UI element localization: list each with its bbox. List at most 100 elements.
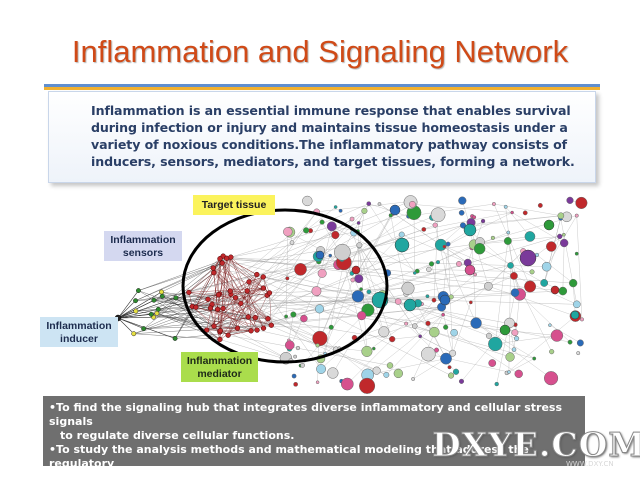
network-node	[218, 337, 223, 342]
network-node	[362, 208, 368, 214]
network-node	[474, 243, 485, 254]
network-edge	[196, 307, 286, 358]
intro-text-box: Inflammation is an essential immune resp…	[48, 91, 596, 183]
network-node	[413, 271, 416, 274]
network-node	[520, 250, 536, 266]
network-node	[359, 288, 362, 291]
network-node	[544, 371, 558, 385]
network-node	[193, 305, 198, 310]
slide-title: Inflammation and Signaling Network	[0, 34, 640, 70]
network-node	[293, 355, 296, 358]
network-node	[238, 301, 243, 306]
network-node	[436, 260, 440, 264]
network-node	[159, 290, 163, 294]
network-edge	[495, 336, 557, 344]
network-node	[235, 326, 240, 331]
network-node	[465, 265, 475, 275]
network-node	[216, 292, 221, 297]
network-node	[524, 281, 535, 292]
network-node	[359, 378, 375, 394]
network-node	[395, 238, 409, 252]
network-node	[484, 282, 492, 290]
network-node	[421, 347, 435, 361]
network-node	[133, 298, 137, 302]
network-node	[173, 336, 177, 340]
network-node	[506, 353, 515, 362]
network-node	[551, 330, 563, 342]
network-node	[351, 278, 355, 282]
network-node	[404, 299, 416, 311]
network-node	[334, 244, 350, 260]
network-node	[373, 367, 381, 375]
network-node	[459, 379, 464, 384]
network-node	[233, 295, 238, 300]
network-node	[394, 369, 403, 378]
network-node	[174, 296, 178, 300]
network-node	[312, 286, 321, 295]
network-node	[294, 263, 306, 275]
network-node	[481, 219, 485, 223]
network-node	[433, 223, 438, 228]
network-node	[435, 239, 447, 251]
network-node	[580, 318, 583, 321]
network-node	[548, 324, 551, 327]
label-inflammation-mediator: Inflammation mediator	[181, 352, 258, 382]
network-edge	[369, 204, 435, 225]
network-node	[247, 279, 252, 284]
label-sensors-line2: sensors	[104, 247, 182, 260]
network-edge	[220, 234, 291, 294]
network-node	[443, 325, 448, 330]
network-node	[132, 332, 136, 336]
network-node	[352, 290, 364, 302]
network-node	[486, 333, 492, 339]
network-node	[544, 220, 554, 230]
network-node	[515, 370, 523, 378]
network-node	[471, 318, 482, 329]
network-node	[404, 322, 407, 325]
network-node	[300, 315, 307, 322]
network-node	[523, 211, 527, 215]
network-node	[429, 262, 434, 267]
network-node	[426, 295, 429, 298]
network-node	[149, 312, 153, 316]
network-node	[246, 315, 251, 320]
network-node	[559, 287, 567, 295]
network-node	[538, 203, 542, 207]
network-node	[261, 275, 266, 280]
network-node	[267, 291, 272, 296]
network-node	[155, 311, 159, 315]
network-node	[541, 279, 548, 286]
network-node	[573, 301, 580, 308]
network-node	[285, 341, 294, 350]
network-node	[350, 217, 354, 221]
network-node	[440, 353, 451, 364]
label-inflammation-sensors: Inflammation sensors	[104, 231, 182, 261]
label-target-tissue: Target tissue	[193, 195, 275, 215]
network-node	[395, 298, 401, 304]
network-node	[432, 298, 436, 302]
network-node	[510, 272, 517, 279]
network-node	[378, 202, 381, 205]
network-node	[512, 348, 516, 352]
network-edge	[474, 236, 560, 244]
network-node	[575, 252, 578, 255]
network-node	[530, 270, 534, 274]
network-node	[334, 205, 337, 208]
network-node	[443, 245, 446, 248]
network-node	[327, 222, 336, 231]
network-node	[296, 346, 300, 350]
network-edge	[306, 204, 369, 231]
network-edge	[286, 232, 288, 317]
network-node	[577, 340, 583, 346]
network-node	[453, 369, 459, 375]
label-inflammation-inducer: Inflammation inducer	[40, 317, 118, 347]
label-inducer-line2: inducer	[40, 333, 118, 346]
network-node	[429, 327, 439, 337]
network-node	[355, 274, 363, 282]
network-node	[261, 326, 266, 331]
network-node	[283, 227, 292, 236]
network-node	[228, 289, 233, 294]
network-node	[261, 286, 266, 291]
network-node	[431, 208, 445, 222]
network-node	[316, 344, 320, 348]
